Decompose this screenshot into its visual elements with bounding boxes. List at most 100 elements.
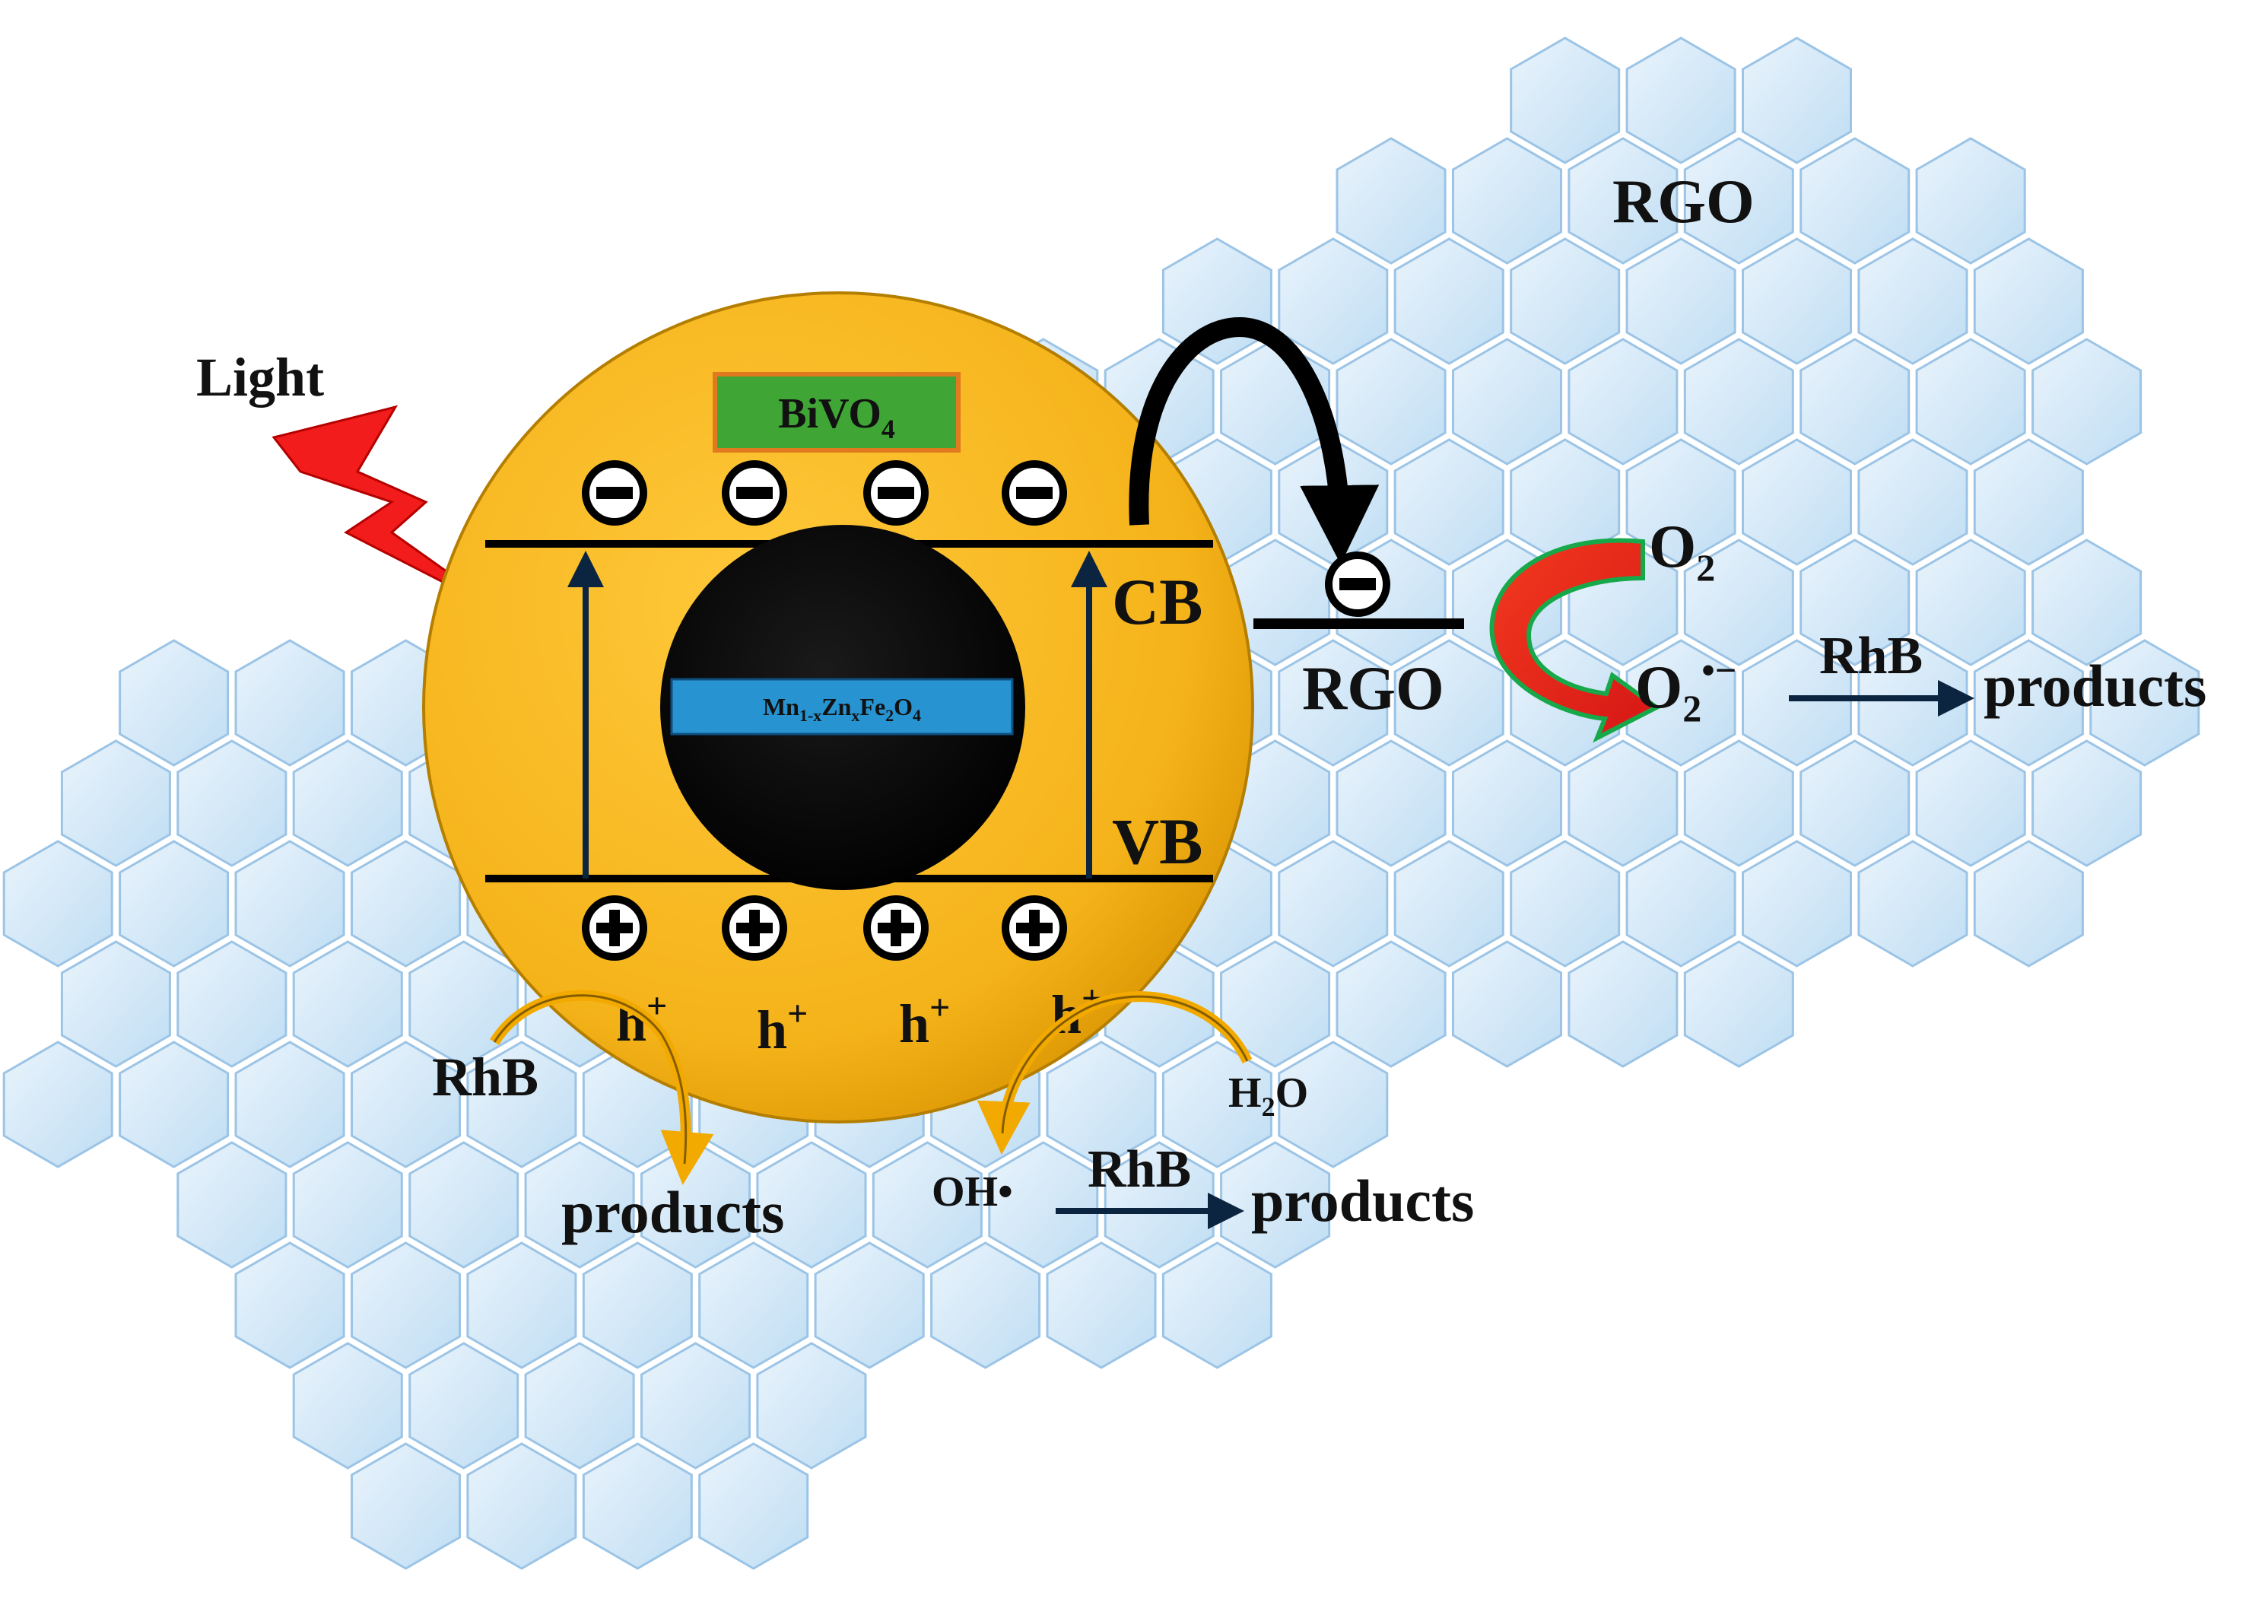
hexagon-cell xyxy=(466,1041,577,1168)
oxidation-arrow-left-outline xyxy=(493,994,688,1165)
hexagon-cell xyxy=(1915,539,2026,666)
hexagon-cell xyxy=(466,1241,577,1369)
hexagon-cell xyxy=(1161,1241,1272,1369)
rgo-electron-icon xyxy=(1325,551,1390,617)
rhb-left-label: RhB xyxy=(432,1047,538,1108)
hexagon-cell xyxy=(814,1241,925,1369)
hexagon-cell xyxy=(1625,438,1736,566)
core-label-box xyxy=(670,678,1014,736)
hexagon-cell xyxy=(2031,338,2143,466)
hexagon-cell xyxy=(1625,37,1736,164)
hexagon-cell xyxy=(756,1141,867,1269)
core-label: Mn1-xZnxFe2O4 xyxy=(763,693,921,725)
vb-label: VB xyxy=(1112,805,1202,878)
hexagon-cell xyxy=(1510,438,1621,566)
bivo4-label-box xyxy=(713,372,961,453)
electron-transfer-arrow xyxy=(1129,316,1380,564)
hexagon-cell xyxy=(1220,1141,1331,1269)
hexagon-cell xyxy=(1973,840,2084,968)
hexagon-cell xyxy=(1104,1141,1215,1269)
hexagon-cell xyxy=(292,1141,403,1269)
light-label: Light xyxy=(196,347,324,408)
oxidation-arrow-left xyxy=(490,990,714,1185)
o2-label: O2 xyxy=(1649,513,1715,589)
hexagon-cell xyxy=(1452,739,1562,867)
hexagon-cell xyxy=(988,1141,1099,1269)
hexagon-cell xyxy=(1742,438,1852,566)
hexagon-cell xyxy=(1799,539,1911,666)
hexagon-cell xyxy=(1278,1041,1389,1168)
hexagon-cell xyxy=(351,840,461,968)
hexagon-cell xyxy=(1799,739,1911,867)
rhb-right-label: RhB xyxy=(1819,627,1923,685)
hexagon-cell xyxy=(1625,840,1736,968)
hexagon-cell xyxy=(1452,940,1562,1068)
products-right-label: products xyxy=(1984,653,2206,719)
hexagon-cell xyxy=(1857,840,1968,968)
hexagon-cell xyxy=(234,1241,345,1369)
rhb-bottom-label: RhB xyxy=(1088,1140,1191,1199)
hexagon-cell xyxy=(1625,237,1736,365)
hexagon-cell xyxy=(1683,739,1794,867)
hexagon-cell xyxy=(582,1241,693,1369)
hexagon-cell xyxy=(1452,137,1562,265)
water-oxidation-arrow xyxy=(977,991,1253,1155)
hexagon-cell xyxy=(1799,338,1911,466)
hexagon-cell xyxy=(1915,338,2026,466)
h2o-label: H2O xyxy=(1228,1069,1308,1122)
products-bottom-label: products xyxy=(1251,1168,1474,1234)
hexagon-cell xyxy=(2031,539,2143,666)
hexagon-cell xyxy=(1799,137,1911,265)
hexagon-cell xyxy=(408,1141,519,1269)
rgo-side-label: RGO xyxy=(1302,653,1444,723)
hexagon-cell xyxy=(292,739,403,867)
hexagon-cell xyxy=(1915,739,2026,867)
hexagon-cell xyxy=(351,1241,461,1369)
hole-icon xyxy=(722,895,787,961)
hexagon-cell xyxy=(1510,237,1621,365)
hexagon-cell xyxy=(234,639,345,767)
hexagon-cell xyxy=(1742,37,1852,164)
hexagon-cell xyxy=(1742,237,1852,365)
hexagon-cell xyxy=(408,940,519,1068)
hexagon-cell xyxy=(1973,237,2084,365)
hexagon-cell xyxy=(60,739,171,867)
hexagon-cell xyxy=(1568,338,1679,466)
superoxide-arrow xyxy=(1489,538,1661,743)
hexagon-cell xyxy=(1278,840,1389,968)
hexagon-cell xyxy=(1161,1041,1272,1168)
hexagon-cell xyxy=(1568,739,1679,867)
hexagon-cell xyxy=(1742,639,1852,767)
hexagon-cell xyxy=(1857,438,1968,566)
hexagon-cell xyxy=(351,1442,461,1570)
hexagon-cell xyxy=(582,1442,693,1570)
hexagon-cell xyxy=(1393,438,1504,566)
hexagon-cell xyxy=(1683,137,1794,265)
hexagon-cell xyxy=(176,940,287,1068)
products-left-label: products xyxy=(561,1179,784,1245)
hexagon-cell xyxy=(119,639,230,767)
hexagon-cell xyxy=(1568,940,1679,1068)
bivo4-label: BiVO4 xyxy=(778,390,895,444)
electron-icon xyxy=(1002,460,1067,526)
hexagon-cell xyxy=(2089,639,2200,767)
hexagon-cell xyxy=(872,1141,983,1269)
electron-icon xyxy=(863,460,929,526)
hexagon-cell xyxy=(1568,137,1679,265)
hexagon-cell xyxy=(640,1342,751,1470)
hexagon-cell xyxy=(1683,338,1794,466)
hexagon-cell xyxy=(466,1442,577,1570)
hexagon-cell xyxy=(1278,639,1389,767)
hole-label-3: h+ xyxy=(899,987,950,1054)
hexagon-cell xyxy=(2,840,113,968)
hexagon-cell xyxy=(1220,940,1331,1068)
hexagon-cell xyxy=(698,1442,809,1570)
hexagon-cell xyxy=(1625,639,1736,767)
hexagon-cell xyxy=(1452,338,1562,466)
hexagon-cell xyxy=(1683,940,1794,1068)
hexagon-cell xyxy=(292,1342,403,1470)
hexagon-cell xyxy=(234,840,345,968)
hexagon-cell xyxy=(351,1041,461,1168)
hexagon-cell xyxy=(408,1342,519,1470)
